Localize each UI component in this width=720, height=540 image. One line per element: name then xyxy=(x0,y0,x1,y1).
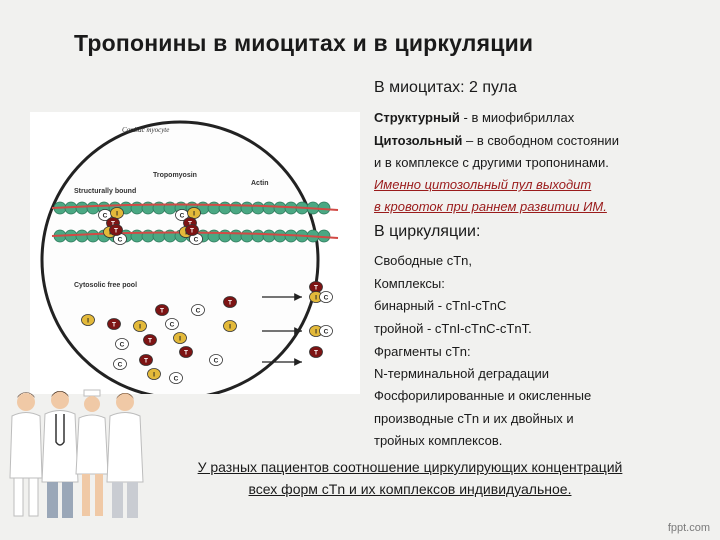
troponin-t-letter: T xyxy=(160,308,164,315)
troponin-i-icon xyxy=(223,320,237,332)
troponin-c-letter: C xyxy=(194,237,199,244)
cytosolic-term: Цитозольный xyxy=(374,133,463,148)
troponin-c-icon xyxy=(169,372,183,384)
troponin-t-letter: T xyxy=(190,228,194,235)
cytosolic-free-pool-label: Cytosolic free pool xyxy=(74,282,137,289)
phospho-line-2: производные сTn и их двойных и xyxy=(374,411,574,426)
troponin-c-letter: C xyxy=(324,329,329,336)
troponin-t-icon xyxy=(309,346,323,358)
footer-line-2: всех форм сTn и их комплексов индивидуал… xyxy=(248,481,572,497)
medical-staff-illustration xyxy=(9,389,144,518)
troponin-t-letter: T xyxy=(314,285,318,292)
structural-term: Структурный xyxy=(374,110,460,125)
nterminal-line: N-терминальной деградации xyxy=(374,366,550,381)
troponin-c-letter: C xyxy=(118,362,123,369)
structural-rest: - в миофибриллах xyxy=(459,110,575,125)
troponin-t-letter: T xyxy=(112,322,116,329)
troponin-t-letter: T xyxy=(114,228,118,235)
troponin-i-letter: I xyxy=(179,336,181,343)
troponin-t-letter: T xyxy=(144,358,148,365)
doctor-2 xyxy=(41,391,79,518)
footer-line-1: У разных пациентов соотношение циркулиру… xyxy=(197,459,623,475)
fragments-line: Фрагменты сTn: xyxy=(374,344,471,359)
structurally-bound-label: Structurally bound xyxy=(74,188,136,195)
myocytes-heading: В миоцитах: 2 пула xyxy=(374,79,517,96)
actin-label: Actin xyxy=(251,180,269,187)
phospho-line-1: Фосфорилированные и окисленные xyxy=(374,388,592,403)
troponin-c-icon xyxy=(319,291,333,303)
troponin-i-letter: I xyxy=(315,295,317,302)
tropomyosin-strand xyxy=(51,203,339,211)
troponin-c-icon xyxy=(209,354,223,366)
note-line-2: в кровоток при раннем развитии ИМ. xyxy=(374,199,607,214)
troponin-i-letter: I xyxy=(153,372,155,379)
troponin-t-icon xyxy=(109,224,123,236)
troponin-c-icon xyxy=(115,338,129,350)
troponin-t-letter: T xyxy=(314,350,318,357)
myocyte-diagram: Cardiac myocyte Tropomyosin Actin Struct… xyxy=(40,120,339,394)
tropomyosin-label: Tropomyosin xyxy=(153,172,197,179)
free-ctn-line: Свободные сTn, xyxy=(374,253,473,268)
troponin-c-letter: C xyxy=(170,322,175,329)
troponin-c-icon xyxy=(113,358,127,370)
troponin-t-letter: T xyxy=(111,221,115,228)
cytosolic-line-2: и в комплексе с другими тропонинами. xyxy=(374,155,609,170)
troponin-i-icon xyxy=(147,368,161,380)
troponin-c-letter: C xyxy=(120,342,125,349)
troponin-c-letter: C xyxy=(174,376,179,383)
troponin-i-letter: I xyxy=(139,324,141,331)
troponin-t-letter: T xyxy=(184,350,188,357)
troponin-c-letter: C xyxy=(118,237,123,244)
structural-line: Структурный - в миофибриллах xyxy=(374,110,574,125)
complexes-line: Комплексы: xyxy=(374,276,445,291)
circulation-heading: В циркуляции: xyxy=(374,223,481,240)
phospho-line-3: тройных комплексов. xyxy=(374,433,503,448)
troponin-c-icon xyxy=(165,318,179,330)
troponin-c-letter: C xyxy=(214,358,219,365)
troponin-t-letter: T xyxy=(228,300,232,307)
troponin-i-letter: I xyxy=(116,211,118,218)
troponin-t-icon xyxy=(179,346,193,358)
troponin-t-icon xyxy=(223,296,237,308)
troponin-c-letter: C xyxy=(180,213,185,220)
troponin-c-icon xyxy=(319,325,333,337)
troponin-i-letter: I xyxy=(193,211,195,218)
troponin-i-letter: I xyxy=(87,318,89,325)
troponin-t-icon xyxy=(107,318,121,330)
watermark: fppt.com xyxy=(667,522,710,534)
myocyte-figure: Cardiac myocyte Tropomyosin Actin Struct… xyxy=(30,112,360,394)
cytosolic-rest: – в свободном состоянии xyxy=(462,133,619,148)
page-title: Тропонины в миоцитах и в циркуляции xyxy=(74,30,534,56)
ternary-line: тройной - сTnI-сTnC-сTnT. xyxy=(374,321,532,336)
doctor-3 xyxy=(106,393,144,518)
troponin-c-letter: C xyxy=(196,308,201,315)
troponin-i-letter: I xyxy=(315,329,317,336)
note-line-1: Именно цитозольный пул выходит xyxy=(374,177,592,192)
cytosolic-line: Цитозольный – в свободном состоянии xyxy=(374,133,619,148)
troponin-t-letter: T xyxy=(188,221,192,228)
troponin-i-icon xyxy=(133,320,147,332)
troponin-t-icon xyxy=(155,304,169,316)
troponin-t-icon xyxy=(139,354,153,366)
troponin-c-letter: C xyxy=(324,295,329,302)
cardiac-myocyte-label: Cardiac myocyte xyxy=(122,126,169,134)
troponin-c-icon xyxy=(191,304,205,316)
troponin-t-letter: T xyxy=(148,338,152,345)
troponin-t-icon xyxy=(185,224,199,236)
troponin-t-icon xyxy=(143,334,157,346)
troponin-i-icon xyxy=(173,332,187,344)
doctor-1 xyxy=(9,392,43,517)
troponin-c-letter: C xyxy=(103,213,108,220)
troponin-i-icon xyxy=(81,314,95,326)
troponin-i-letter: I xyxy=(229,324,231,331)
binary-line: бинарный - сTnI-сTnC xyxy=(374,298,507,313)
nurse xyxy=(75,389,109,516)
